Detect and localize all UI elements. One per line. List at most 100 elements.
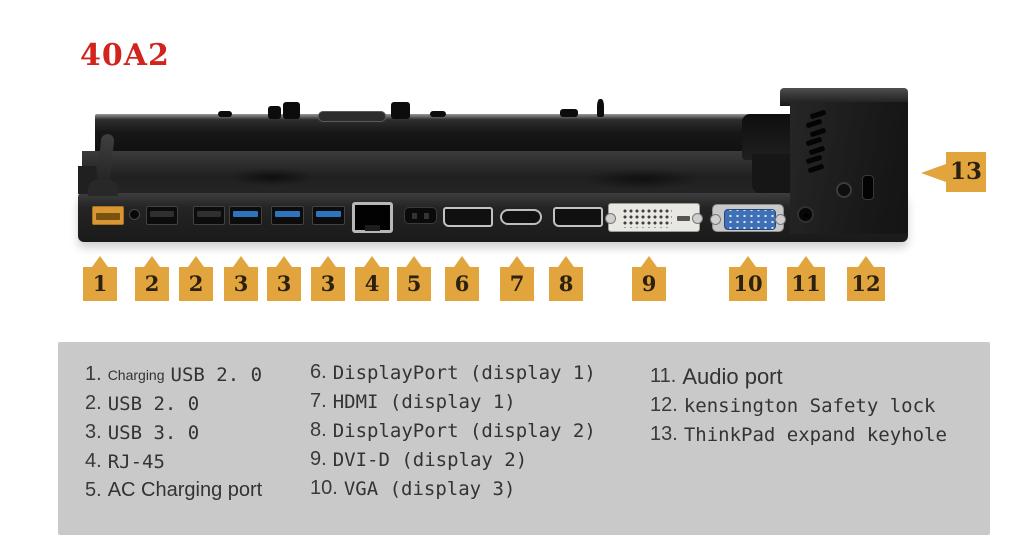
marker-label: 2 (188, 271, 204, 296)
marker-label: 3 (320, 271, 336, 296)
legend-item-11: 11. Audio port (650, 362, 947, 391)
marker-label: 8 (558, 271, 574, 296)
legend-number: 4. (85, 450, 102, 472)
legend-number: 13. (650, 423, 678, 445)
marker-label: 3 (233, 271, 249, 296)
usb-tongue (96, 213, 120, 220)
displayport-1 (443, 207, 493, 227)
arrow-up-icon (509, 256, 525, 267)
arrow-up-icon (406, 256, 422, 267)
screw-post (692, 213, 703, 224)
page-title: 40A2 (80, 38, 170, 73)
legend-column-3: 11. Audio port 12. kensington Safety loc… (650, 362, 947, 449)
vga-port (710, 204, 786, 232)
port-marker: 10 (729, 256, 767, 301)
legend-number: 12. (650, 394, 678, 416)
legend-item-6: 6. DisplayPort (display 1) (310, 358, 596, 387)
legend-port-name: ThinkPad expand keyhole (683, 423, 947, 446)
legend-item-4: 4. RJ-45 (85, 447, 262, 476)
port-marker: 3 (311, 256, 345, 301)
legend-number: 8. (310, 419, 327, 441)
legend-port-name: Audio port (682, 363, 783, 389)
marker-label: 9 (641, 271, 657, 296)
alignment-pin (597, 99, 604, 117)
screw-post (775, 214, 786, 225)
marker-label: 2 (144, 271, 160, 296)
legend-port-name: DisplayPort (display 1) (332, 361, 596, 384)
legend-item-8: 8. DisplayPort (display 2) (310, 416, 596, 445)
alignment-pin-base (88, 180, 118, 196)
legend-port-name: kensington Safety lock (683, 394, 936, 417)
arrow-up-icon (641, 256, 657, 267)
port-marker: 6 (445, 256, 479, 301)
screw-post (605, 213, 616, 224)
arrow-up-icon (364, 256, 380, 267)
lock-block-cap (780, 88, 908, 106)
dock-arm (742, 114, 794, 160)
usb3-port-1 (229, 206, 262, 225)
legend-item-3: 3. USB 3. 0 (85, 418, 262, 447)
legend-number: 3. (85, 421, 102, 443)
port-marker-13: 13 (921, 152, 986, 192)
charging-usb-port (92, 206, 124, 225)
arrow-left-icon (921, 164, 946, 182)
marker-label: 7 (509, 271, 525, 296)
expand-keyhole-slot (862, 175, 874, 200)
hdmi-port (500, 209, 542, 225)
legend-number: 7. (310, 390, 327, 412)
legend-column-2: 6. DisplayPort (display 1) 7. HDMI (disp… (310, 358, 596, 503)
port-marker: 2 (179, 256, 213, 301)
port-marker: 9 (632, 256, 666, 301)
legend-item-9: 9. DVI-D (display 2) (310, 445, 596, 474)
legend-port-name: AC Charging port (107, 479, 263, 501)
dock-latch (430, 111, 446, 117)
legend-port-name: DisplayPort (display 2) (332, 419, 596, 442)
screw-post (710, 214, 721, 225)
legend-port-name: USB 2. 0 (170, 363, 263, 386)
ac-power-port (404, 207, 437, 224)
arrow-up-icon (233, 256, 249, 267)
dock-latch (268, 106, 281, 119)
audio-jack (797, 206, 814, 223)
arrow-up-icon (858, 256, 874, 267)
legend-item-12: 12. kensington Safety lock (650, 391, 947, 420)
docking-connector (318, 111, 386, 122)
port-marker: 11 (787, 256, 825, 301)
ac-pin (424, 213, 429, 219)
legend-item-5: 5. AC Charging port (85, 476, 262, 505)
usb3-port-3 (312, 206, 345, 225)
port-marker: 4 (355, 256, 389, 301)
port-marker: 1 (83, 256, 117, 301)
dock-latch (391, 102, 410, 119)
marker-label: 3 (276, 271, 292, 296)
port-marker: 7 (500, 256, 534, 301)
legend-port-name: VGA (display 3) (343, 477, 516, 500)
port-marker: 2 (135, 256, 169, 301)
dock-latch (218, 111, 232, 117)
marker-label: 4 (364, 271, 380, 296)
marker-label: 10 (733, 271, 763, 296)
marker-label: 6 (454, 271, 470, 296)
usb2-port-2 (193, 206, 225, 225)
port-marker: 8 (549, 256, 583, 301)
port-marker: 3 (224, 256, 258, 301)
jack-hole (804, 213, 809, 218)
legend-port-name: RJ-45 (107, 450, 165, 473)
arrow-up-icon (798, 256, 814, 267)
ac-pin (412, 213, 417, 219)
legend-number: 2. (85, 392, 102, 414)
marker-label: 1 (92, 271, 108, 296)
usb-tongue (275, 211, 300, 217)
rj45-clip (365, 225, 380, 231)
screw-hole (129, 209, 140, 220)
legend-item-7: 7. HDMI (display 1) (310, 387, 596, 416)
legend-port-name: HDMI (display 1) (332, 390, 516, 413)
legend-small-word: Charging (107, 366, 165, 383)
marker-label: 11 (791, 271, 821, 296)
dock-latch (560, 109, 578, 117)
legend-port-name: USB 3. 0 (107, 421, 200, 444)
dvi-flat-pin (677, 216, 690, 221)
dock-arm-lower (752, 154, 794, 194)
vga-pin-grid (724, 209, 776, 230)
